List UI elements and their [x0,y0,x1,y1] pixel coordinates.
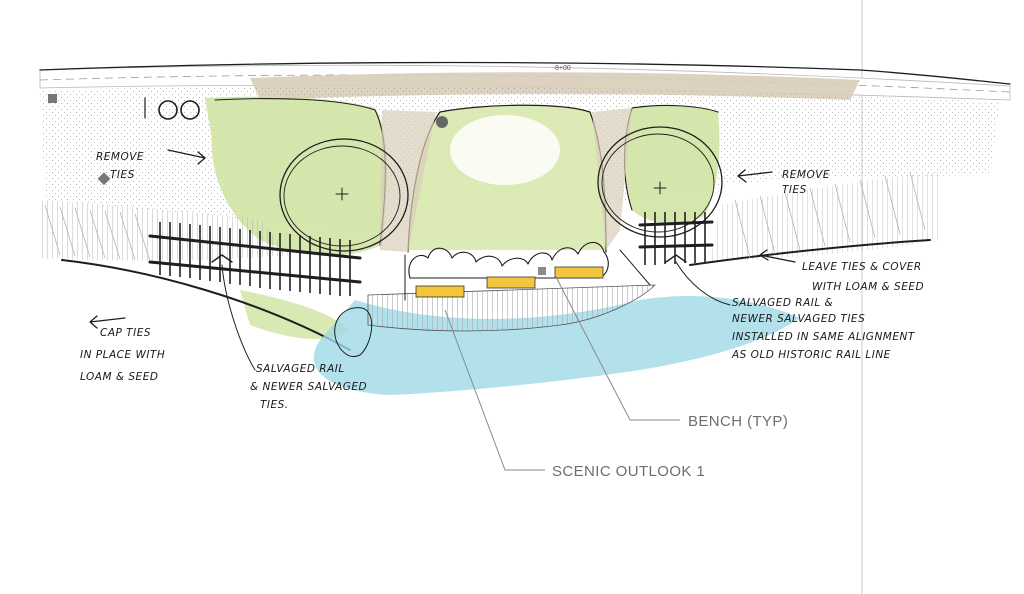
ground-marker [97,172,111,186]
note-remove-ties-right: REMOVE TIES [782,169,830,196]
lower-left-lawn [240,290,350,340]
ground-hatch-right [734,171,926,259]
tree-canopy-right [597,126,723,238]
leader-bench [554,274,680,421]
left-lawn [205,96,388,256]
svg-text:INSTALLED IN SAME ALIGNMENT: INSTALLED IN SAME ALIGNMENT [732,331,916,343]
leader-salvaged-left [221,264,256,371]
leader-outlook [444,309,545,471]
right-lawn [624,105,720,224]
svg-text:REMOVE: REMOVE [96,151,144,163]
bench-1 [415,285,465,298]
arrow-leave-ties [759,249,796,263]
leader-salvaged-right [675,261,731,306]
note-remove-ties-left: REMOVE TIES [96,151,144,181]
ground-hatch-left [44,204,151,262]
arrow-remove-right [737,169,773,183]
svg-text:CAP TIES: CAP TIES [100,327,151,339]
bench-3 [554,266,604,279]
shrub-hedge [408,241,609,279]
station-label: 8+00 [555,65,571,72]
svg-text:REMOVE: REMOVE [782,169,830,181]
deck-post [538,267,546,275]
callout-scenic-outlook: SCENIC OUTLOOK 1 [552,463,705,480]
svg-text:& NEWER SALVAGED: & NEWER SALVAGED [250,381,367,393]
manhole [436,116,448,128]
svg-text:SALVAGED RAIL: SALVAGED RAIL [256,363,345,375]
bollard-1 [158,100,178,120]
bench-2 [486,276,536,289]
arrow-remove-left [167,149,206,165]
callout-bench: BENCH (TYP) [688,413,788,430]
svg-text:AS OLD HISTORIC RAIL LINE: AS OLD HISTORIC RAIL LINE [731,349,891,361]
note-salvaged-rail-right: SALVAGED RAIL & NEWER SALVAGED TIES INST… [731,297,916,361]
svg-text:TIES.: TIES. [260,399,289,411]
right-rail-ties [638,172,940,266]
svg-text:SALVAGED RAIL &: SALVAGED RAIL & [732,297,833,309]
boulder [334,307,373,357]
gravel-path-left [380,110,436,252]
svg-text:NEWER SALVAGED TIES: NEWER SALVAGED TIES [732,313,865,325]
svg-text:TIES: TIES [110,169,135,181]
note-cap-ties: CAP TIES IN PLACE WITH LOAM & SEED [80,327,165,383]
note-salvaged-rail-left: SALVAGED RAIL & NEWER SALVAGED TIES. [250,363,367,411]
svg-text:TIES: TIES [782,184,807,196]
left-rail-ties [40,200,362,351]
svg-text:IN PLACE WITH: IN PLACE WITH [80,349,165,361]
tree-canopy-left [279,138,409,252]
gravel-path-right [592,108,632,250]
svg-text:LOAM & SEED: LOAM & SEED [80,371,158,383]
bollard-2 [180,100,200,120]
svg-text:WITH LOAM & SEED: WITH LOAM & SEED [812,281,924,293]
svg-text:LEAVE TIES & COVER: LEAVE TIES & COVER [802,261,922,273]
road-edge-line [39,61,1011,85]
arrow-cap-ties [89,315,126,329]
note-leave-ties: LEAVE TIES & COVER WITH LOAM & SEED [802,261,924,293]
post-marker [48,94,57,103]
